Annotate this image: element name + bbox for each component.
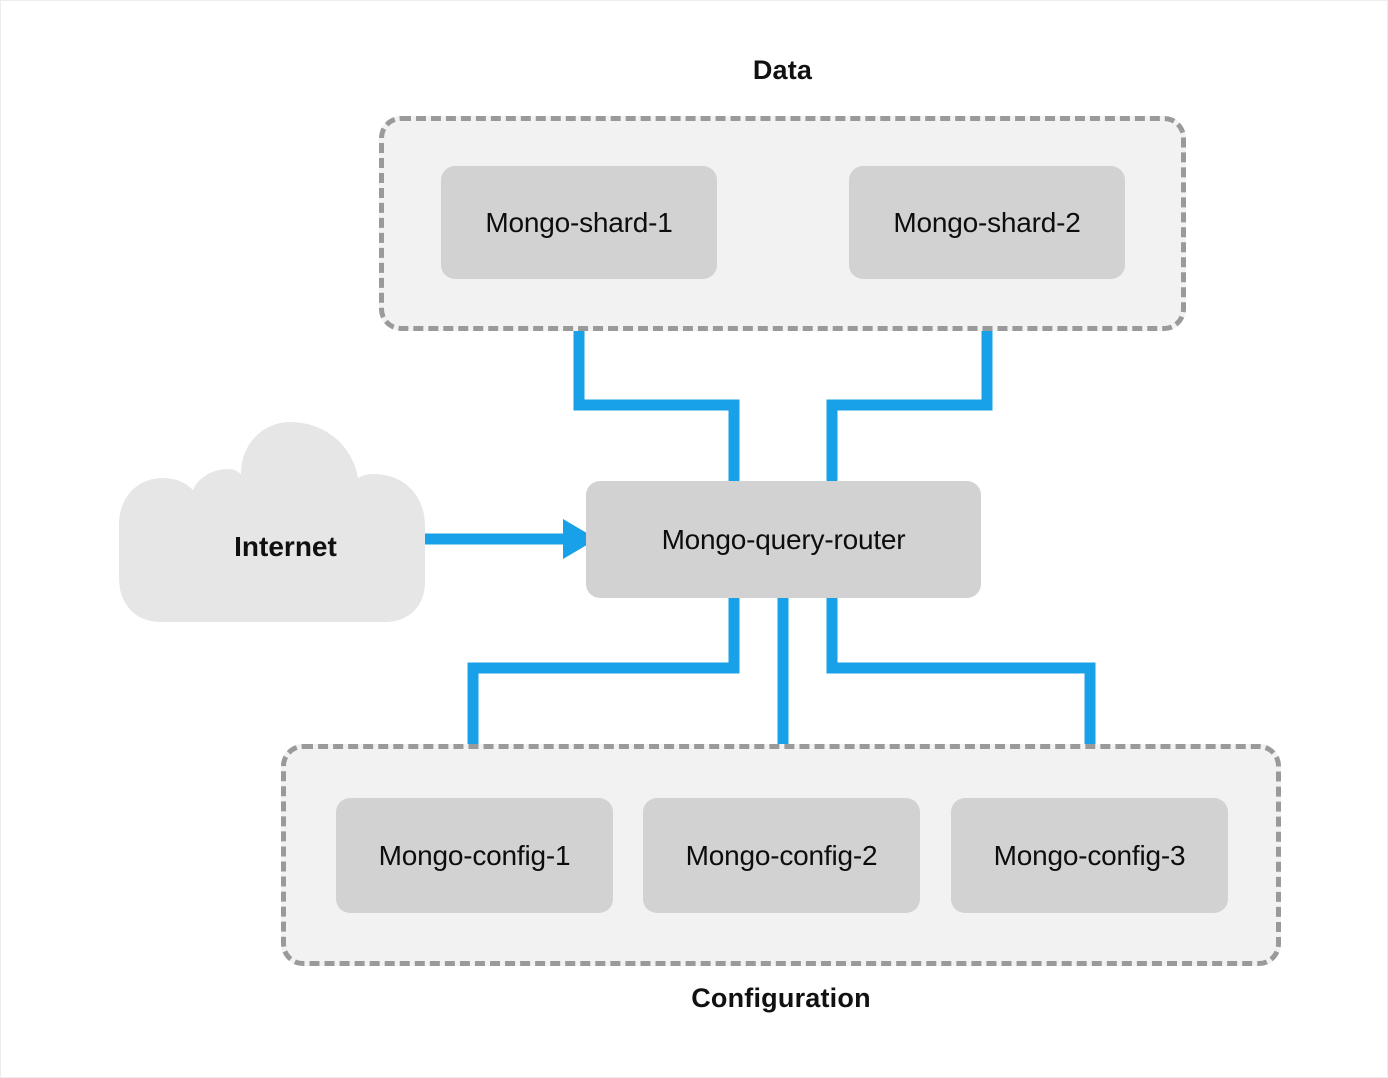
node-mongo-shard-1[interactable]: Mongo-shard-1 bbox=[441, 166, 717, 279]
node-label-mongo-shard-1: Mongo-shard-1 bbox=[485, 206, 673, 238]
node-label-mongo-config-1: Mongo-config-1 bbox=[378, 839, 571, 871]
node-mongo-config-3[interactable]: Mongo-config-3 bbox=[951, 798, 1228, 913]
internet-cloud-node[interactable]: Internet bbox=[113, 416, 458, 638]
node-mongo-query-router[interactable]: Mongo-query-router bbox=[586, 481, 981, 598]
group-caption-configuration: Configuration bbox=[691, 983, 871, 1013]
node-mongo-config-1[interactable]: Mongo-config-1 bbox=[336, 798, 613, 913]
internet-cloud-label: Internet bbox=[234, 531, 337, 562]
node-label-mongo-shard-2: Mongo-shard-2 bbox=[893, 206, 1081, 238]
node-label-mongo-query-router: Mongo-query-router bbox=[661, 523, 906, 555]
node-label-mongo-config-2: Mongo-config-2 bbox=[685, 839, 878, 871]
group-caption-data: Data bbox=[752, 55, 813, 85]
node-label-mongo-config-3: Mongo-config-3 bbox=[993, 839, 1186, 871]
cloud-icon bbox=[119, 422, 425, 622]
node-mongo-config-2[interactable]: Mongo-config-2 bbox=[643, 798, 920, 913]
node-mongo-shard-2[interactable]: Mongo-shard-2 bbox=[849, 166, 1125, 279]
